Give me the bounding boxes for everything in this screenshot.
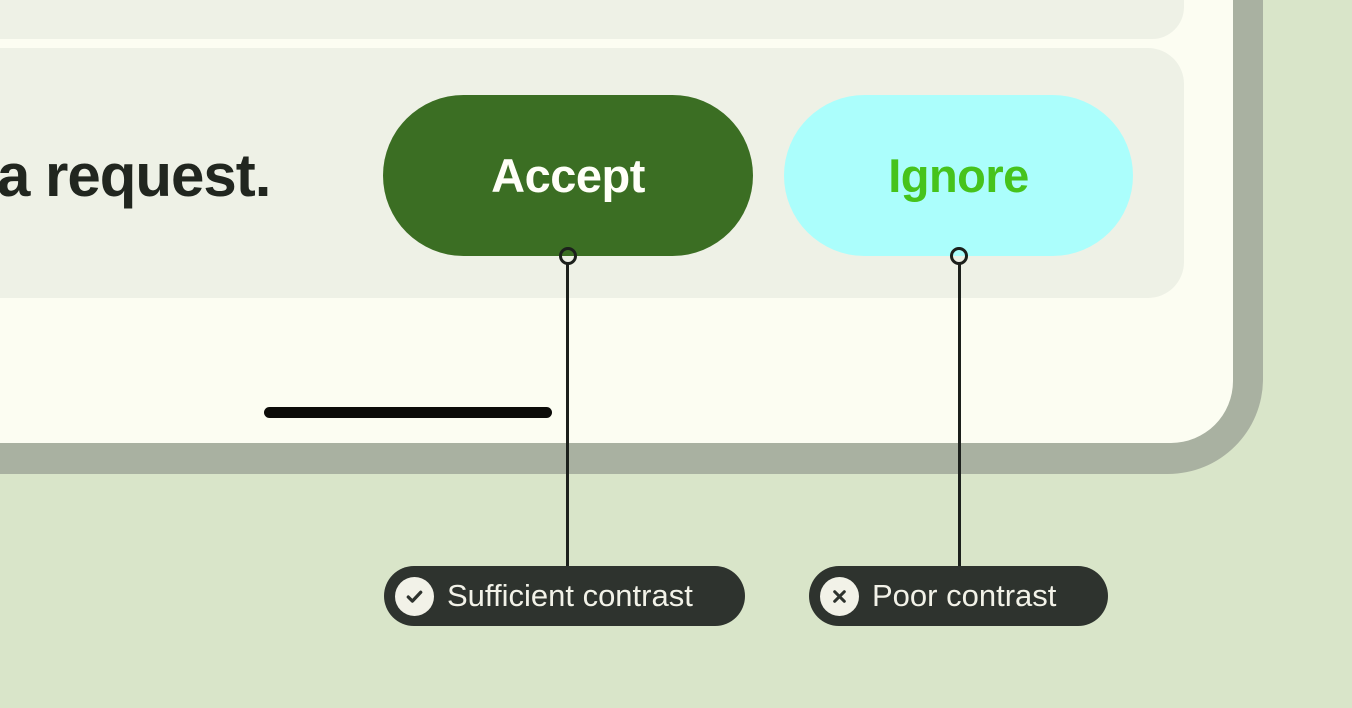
home-indicator[interactable] — [264, 407, 552, 418]
poor-contrast-annotation: Poor contrast — [809, 566, 1108, 626]
top-card-partial — [0, 0, 1184, 39]
accept-callout-line — [566, 264, 569, 566]
check-icon — [395, 576, 434, 616]
annotation-label: Poor contrast — [872, 578, 1057, 613]
message-text: a request. — [0, 142, 271, 209]
ignore-callout-dot — [950, 247, 968, 265]
x-icon — [820, 576, 859, 616]
ignore-button[interactable]: Ignore — [784, 95, 1133, 256]
annotation-label: Sufficient contrast — [447, 578, 693, 613]
accept-button[interactable]: Accept — [383, 95, 753, 256]
accept-callout-dot — [559, 247, 577, 265]
ignore-callout-line — [958, 264, 961, 566]
sufficient-contrast-annotation: Sufficient contrast — [384, 566, 745, 626]
